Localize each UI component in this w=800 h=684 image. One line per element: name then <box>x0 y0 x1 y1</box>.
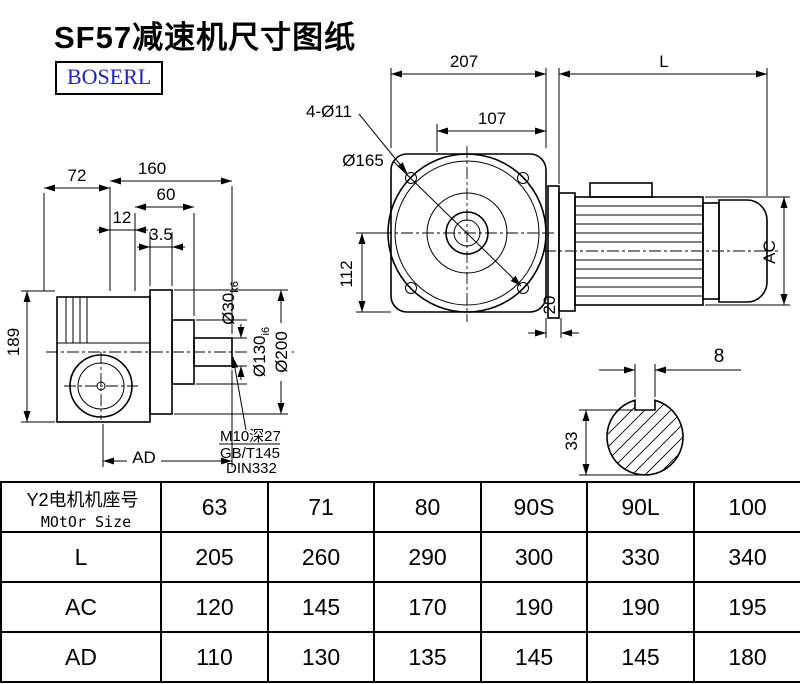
motor <box>544 182 778 319</box>
side-view <box>46 289 294 423</box>
table-row-L: L 205 260 290 300 330 340 <box>0 531 800 583</box>
row-label-AC: AC <box>0 581 162 633</box>
dim-72: 72 <box>43 166 111 291</box>
dim-holes-label: 4-Ø11 <box>306 102 352 121</box>
frame-size-71: 71 <box>267 481 375 533</box>
technical-drawing: 72 160 60 12 3.5 <box>4 52 790 477</box>
frame-size-63: 63 <box>160 481 269 533</box>
value-cell: 135 <box>373 631 482 683</box>
dim-ad-label: AD <box>132 448 156 467</box>
dim-33: 33 <box>562 409 641 476</box>
dim-ac-label: AC <box>760 240 779 264</box>
table-row-AC: AC 120 145 170 190 190 195 <box>0 581 800 633</box>
dim-ad: AD <box>102 370 233 467</box>
dim-20-label: 20 <box>540 296 559 315</box>
dim-8: 8 <box>599 346 741 397</box>
motor-frame-label-en: MOtOr Size <box>40 512 132 531</box>
value-cell: 110 <box>160 631 269 683</box>
dim-8-label: 8 <box>714 346 725 367</box>
dim-flange-dia: Ø200 <box>174 289 292 415</box>
dim-20: 20 <box>528 296 579 338</box>
dim-107: 107 <box>436 109 546 152</box>
dim-189-label: 189 <box>4 328 23 356</box>
value-cell: 180 <box>693 631 800 683</box>
spec-table: Y2电机机座号 MOtOr Size 63 71 80 90S 90L 100 … <box>0 481 800 683</box>
dim-107-label: 107 <box>478 109 506 128</box>
dim-60: 60 <box>134 185 195 316</box>
dim-60-label: 60 <box>157 185 176 204</box>
value-cell: 290 <box>373 531 482 583</box>
hub-dia-label: Ø130j6 <box>250 327 272 377</box>
value-cell: 145 <box>586 631 695 683</box>
motor-frame-label-cn: Y2电机机座号 <box>26 489 139 510</box>
dim-hub-dia: Ø130j6 <box>196 318 272 386</box>
dim-L: L <box>558 52 768 196</box>
table-header-row: Y2电机机座号 MOtOr Size 63 71 80 90S 90L 100 <box>0 481 800 533</box>
dim-112: 112 <box>337 232 391 313</box>
dim-72-label: 72 <box>68 166 87 185</box>
dim-3-5: 3.5 <box>137 225 185 286</box>
dim-ac: AC <box>705 196 790 306</box>
thread-note: M10深27 GB/T145 DIN332 <box>219 356 281 477</box>
value-cell: 170 <box>373 581 482 633</box>
value-cell: 190 <box>586 581 695 633</box>
table-row-AD: AD 110 130 135 145 145 180 <box>0 631 800 683</box>
thread-note-line2: GB/T145 <box>220 445 280 462</box>
frame-size-90L: 90L <box>586 481 695 533</box>
value-cell: 330 <box>586 531 695 583</box>
frame-size-80: 80 <box>373 481 482 533</box>
dim-112-label: 112 <box>337 260 356 287</box>
value-cell: 190 <box>480 581 588 633</box>
value-cell: 145 <box>480 631 588 683</box>
value-cell: 120 <box>160 581 269 633</box>
dim-165: Ø165 <box>342 151 522 287</box>
dim-12-label: 12 <box>113 208 132 227</box>
shaft-dia-label: Ø30k6 <box>219 281 241 325</box>
value-cell: 195 <box>693 581 800 633</box>
dim-3-5-label: 3.5 <box>149 225 173 244</box>
thread-note-line1: M10深27 <box>220 428 281 445</box>
value-cell: 130 <box>267 631 375 683</box>
row-label-AD: AD <box>0 631 162 683</box>
frame-size-90S: 90S <box>480 481 588 533</box>
dim-33-label: 33 <box>562 432 581 451</box>
dim-189: 189 <box>4 290 55 423</box>
page-title: SF57减速机尺寸图纸 <box>54 20 357 55</box>
frame-size-100: 100 <box>693 481 800 533</box>
row-label-L: L <box>0 531 162 583</box>
dim-207: 207 <box>390 52 547 148</box>
dim-207-label: 207 <box>450 52 478 71</box>
dim-L-label: L <box>659 52 668 71</box>
value-cell: 260 <box>267 531 375 583</box>
dim-bolt-holes: 4-Ø11 <box>306 102 408 174</box>
dim-160-label: 160 <box>138 159 166 178</box>
dim-160: 160 <box>110 159 233 334</box>
thread-note-line3: DIN332 <box>226 460 277 477</box>
value-cell: 300 <box>480 531 588 583</box>
value-cell: 145 <box>267 581 375 633</box>
shaft-section <box>606 399 684 476</box>
motor-size-header-cell: Y2电机机座号 MOtOr Size <box>0 481 162 533</box>
dim-165-label: Ø165 <box>342 151 384 170</box>
dim-12: 12 <box>97 208 148 234</box>
value-cell: 340 <box>693 531 800 583</box>
dim-shaft-dia: Ø30k6 <box>219 281 247 380</box>
value-cell: 205 <box>160 531 269 583</box>
flange-dia-label: Ø200 <box>272 331 291 373</box>
boserl-logo: BOSERL <box>55 61 164 95</box>
